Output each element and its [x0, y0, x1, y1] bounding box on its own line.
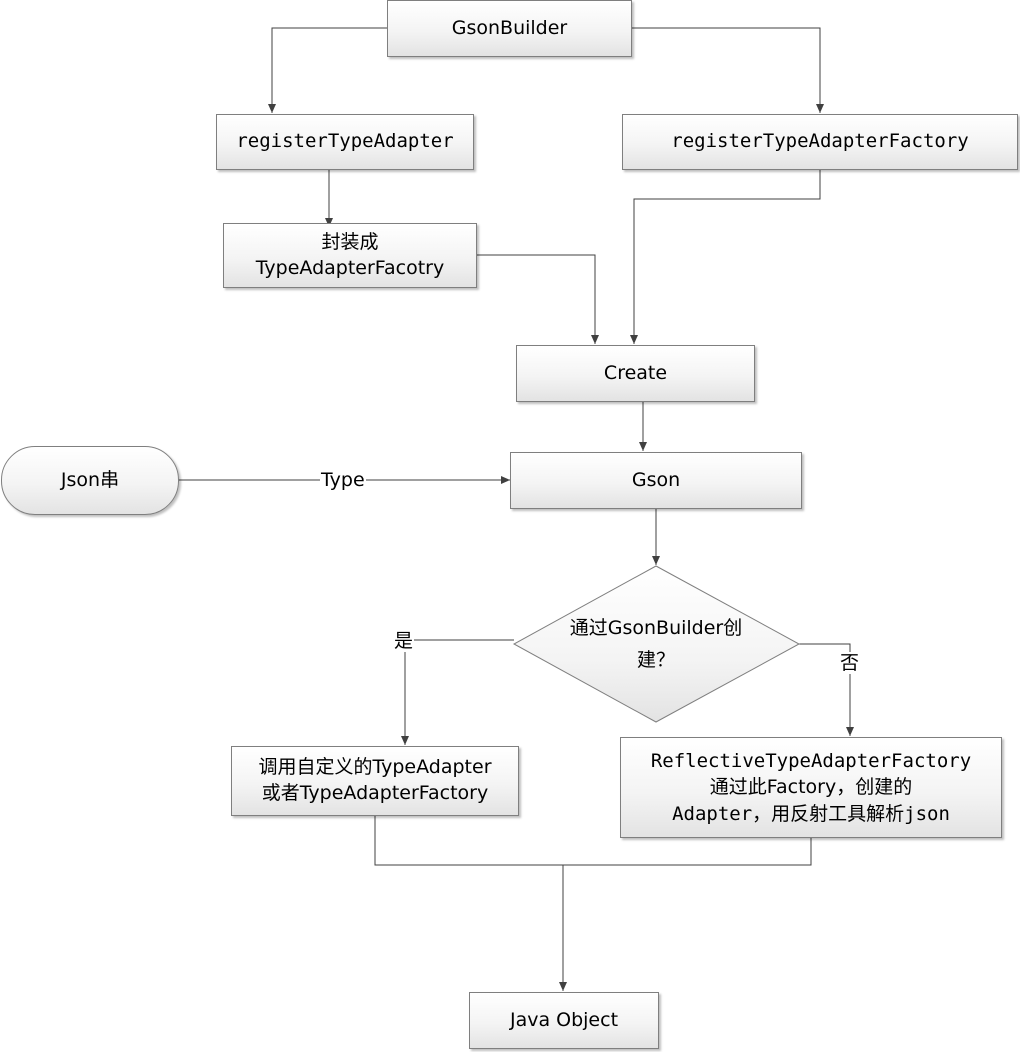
gson-node: Gson — [510, 452, 802, 509]
reflective-adapter-node: ReflectiveTypeAdapterFactory 通过此Factory，… — [620, 737, 1002, 838]
reflective-line1: ReflectiveTypeAdapterFactory — [650, 749, 972, 772]
register-type-adapter-node: registerTypeAdapter — [216, 114, 474, 170]
decision-line2: 建？ — [636, 649, 675, 671]
edge-builder-to-register-adapter — [268, 27, 387, 113]
custom-adapter-line2: 或者TypeAdapterFactory — [261, 782, 489, 804]
edge-custom-to-merge — [374, 815, 563, 866]
edge-register-factory-to-create — [630, 170, 821, 344]
java-object-node: Java Object — [469, 992, 659, 1049]
edge-decision-no — [798, 643, 854, 736]
reflective-line3: Adapter，用反射工具解析json — [672, 802, 950, 825]
edge-wrap-to-create — [476, 254, 599, 344]
decision-line1: 通过GsonBuilder创 — [569, 617, 743, 639]
edge-label-no: 否 — [839, 652, 861, 674]
edge-builder-to-register-factory — [631, 27, 824, 113]
java-object-label: Java Object — [509, 1008, 619, 1031]
decision-diamond-shape — [512, 565, 801, 723]
custom-adapter-line1: 调用自定义的TypeAdapter — [258, 756, 492, 779]
edge-label-type: Type — [320, 469, 366, 491]
gson-builder-label: GsonBuilder — [451, 16, 568, 39]
edge-label-yes: 是 — [393, 630, 415, 652]
wrap-factory-line2: TypeAdapterFacotry — [255, 256, 445, 279]
wrap-factory-node: 封装成 TypeAdapterFacotry — [223, 223, 477, 288]
register-type-adapter-factory-label: registerTypeAdapterFactory — [671, 130, 969, 153]
wrap-factory-line1: 封装成 — [321, 230, 379, 253]
json-string-label: Json串 — [60, 468, 120, 491]
gson-label: Gson — [631, 468, 681, 491]
create-label: Create — [603, 361, 668, 384]
register-type-adapter-label: registerTypeAdapter — [236, 130, 454, 153]
edge-decision-yes — [401, 639, 514, 745]
json-string-terminal: Json串 — [1, 446, 179, 515]
reflective-line2: 通过此Factory，创建的 — [709, 776, 913, 799]
custom-adapter-node: 调用自定义的TypeAdapter 或者TypeAdapterFactory — [231, 746, 519, 816]
register-type-adapter-factory-node: registerTypeAdapterFactory — [622, 114, 1018, 170]
edge-reflective-to-merge — [563, 837, 812, 866]
create-node: Create — [516, 345, 755, 402]
gson-builder-node: GsonBuilder — [387, 0, 632, 57]
decision-text: 通过GsonBuilder创 建？ — [540, 612, 772, 676]
